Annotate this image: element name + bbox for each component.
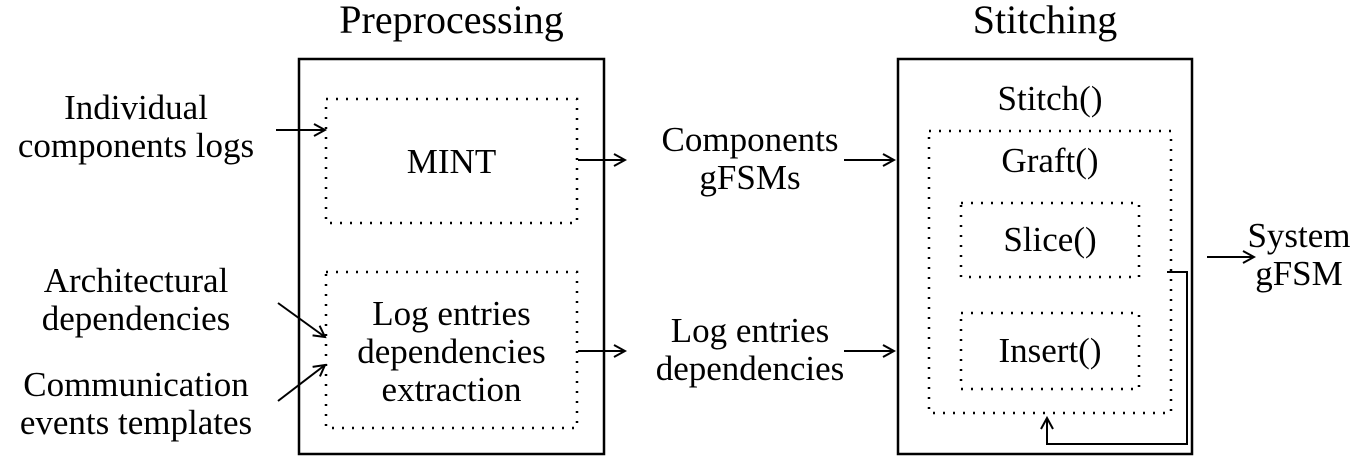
- stitch-label: Stitch(): [997, 79, 1103, 118]
- label-line: dependencies: [357, 332, 546, 371]
- label-line: extraction: [381, 370, 522, 409]
- mint-box: [324, 97, 579, 225]
- stitching-box: [896, 57, 1194, 456]
- label-line: events templates: [19, 403, 253, 442]
- label-line: Communication: [23, 365, 249, 404]
- label-line: components logs: [17, 126, 255, 165]
- insert-box: [959, 311, 1141, 391]
- mint-label: MINT: [406, 142, 497, 181]
- label-log-entries-dependencies: Log entries dependencies: [640, 312, 860, 388]
- insert-label: Insert(): [998, 331, 1102, 370]
- title-stitching: Stitching: [972, 0, 1118, 42]
- label-line: Individual: [64, 88, 208, 127]
- label-line: dependencies: [41, 299, 231, 338]
- graft-box: [927, 129, 1173, 415]
- preprocessing-box: [297, 57, 606, 456]
- feedback-loop-arrow: [1047, 271, 1188, 445]
- label-line: gFSMs: [699, 158, 801, 197]
- arrow-arch-to-extraction: [277, 302, 325, 337]
- label-line: Components: [661, 120, 839, 159]
- slice-box: [959, 201, 1141, 279]
- label-architectural-dependencies: Architectural dependencies: [0, 262, 272, 338]
- title-preprocessing: Preprocessing: [339, 0, 564, 42]
- label-line: Log entries: [372, 294, 531, 333]
- label-system-gfsm: System gFSM: [1238, 217, 1360, 293]
- label-individual-component-logs: Individual components logs: [0, 89, 272, 165]
- label-line: dependencies: [655, 349, 845, 388]
- label-line: System: [1247, 216, 1351, 255]
- label-line: Architectural: [43, 261, 229, 300]
- extraction-label: Log entries dependencies extraction: [326, 295, 577, 409]
- label-communication-events-templates: Communication events templates: [0, 366, 272, 442]
- arrow-comm-to-extraction: [277, 365, 325, 402]
- graft-label: Graft(): [1001, 141, 1099, 180]
- label-line: gFSM: [1255, 254, 1343, 293]
- label-line: Log entries: [670, 311, 830, 350]
- slice-label: Slice(): [1003, 220, 1097, 259]
- label-components-gfsms: Components gFSMs: [636, 121, 864, 197]
